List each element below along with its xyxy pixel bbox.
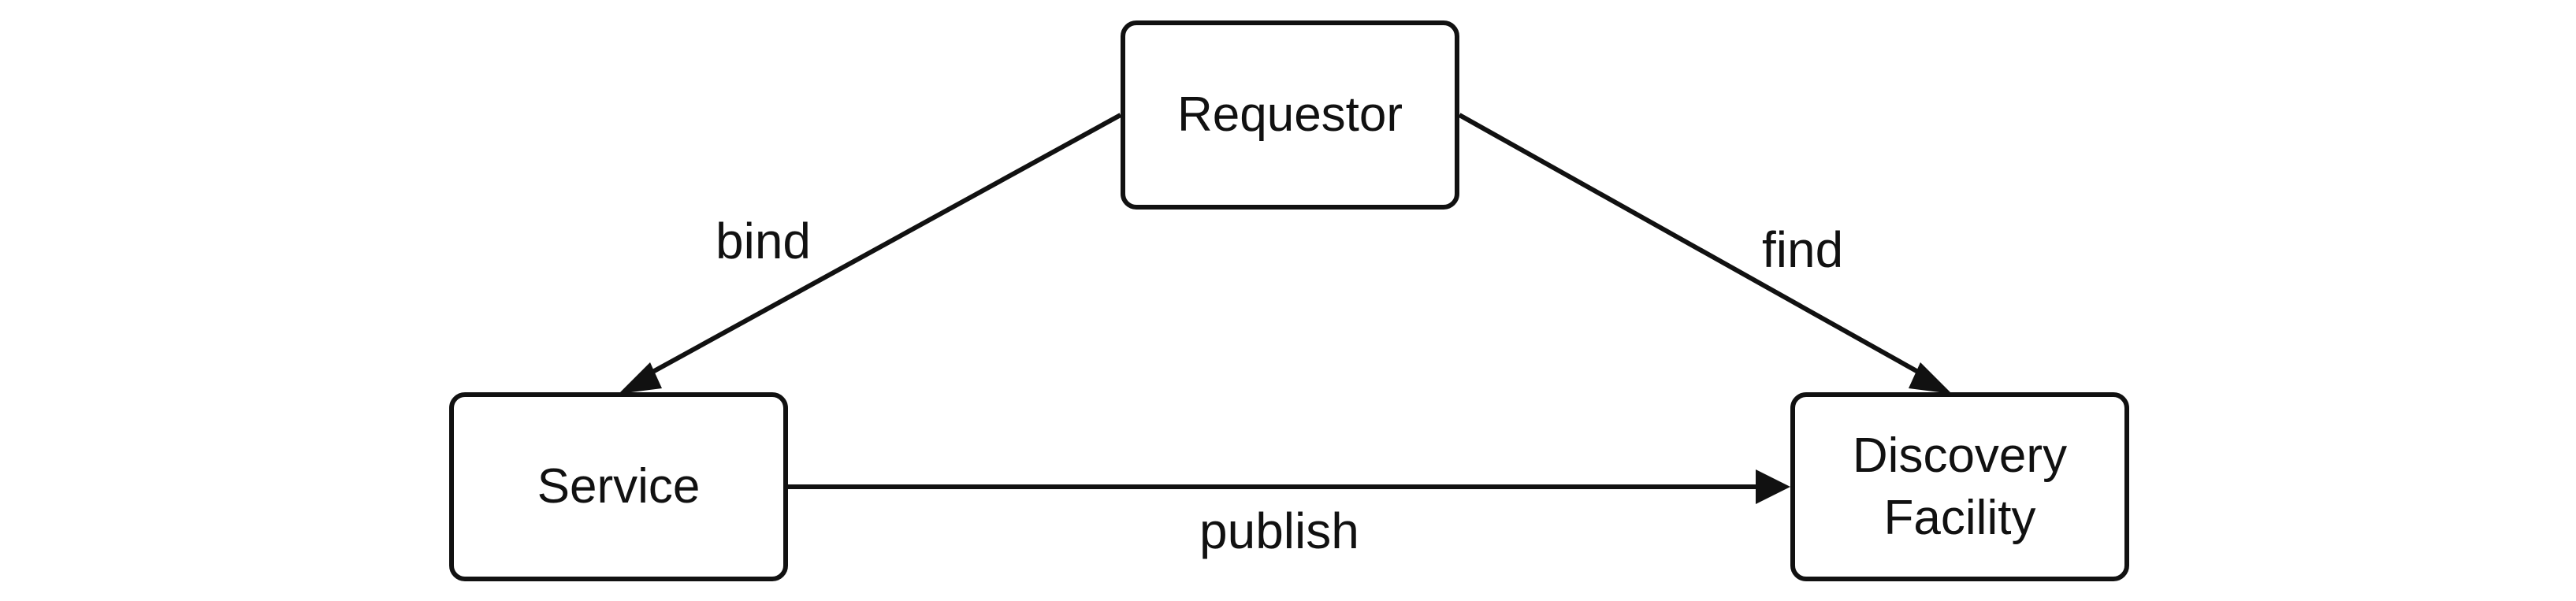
edge-find-arrowhead — [1909, 362, 1952, 394]
edge-bind-arrowhead — [619, 362, 662, 394]
edge-label-find: find — [1762, 221, 1844, 278]
edge-publish-arrowhead — [1756, 469, 1790, 504]
requestor-label: Requestor — [1176, 87, 1403, 143]
edge-label-publish: publish — [1199, 503, 1359, 559]
discovery-facility-label-line-2: Facility — [1883, 491, 2036, 545]
service-label: Service — [537, 459, 701, 514]
discovery-facility-node: Discovery Facility — [1790, 392, 2129, 581]
edge-find-line — [1458, 113, 1932, 381]
edge-label-bind: bind — [716, 213, 811, 269]
discovery-facility-label-line-1: Discovery — [1852, 428, 2068, 483]
edge-bind-line — [638, 113, 1122, 381]
service-node: Service — [449, 392, 788, 581]
requestor-node: Requestor — [1121, 20, 1459, 210]
